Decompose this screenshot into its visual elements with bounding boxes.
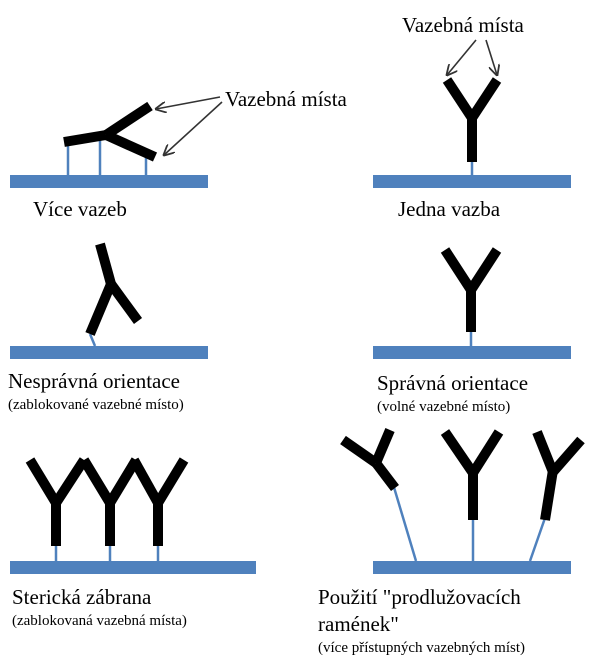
panel-spacer-arms (343, 430, 581, 574)
linker (393, 484, 416, 561)
surface-bar (373, 175, 571, 188)
panel-caption: Sterická zábrana (12, 587, 151, 608)
panel-note: (více přístupných vazebných míst) (318, 641, 525, 656)
antibody-tilted-left (343, 430, 395, 488)
linker (530, 518, 545, 561)
antibody-upright (445, 250, 497, 332)
panel-multi-bond (10, 97, 222, 188)
surface-bar (10, 346, 208, 359)
antibody-tilted-right (537, 432, 581, 520)
panel-caption: Správná orientace (377, 373, 528, 394)
arrows (447, 40, 497, 75)
antibody-upright (447, 80, 497, 162)
arrows (156, 97, 222, 155)
antibody-inverted (90, 244, 138, 334)
panel-note: (zablokovaná vazebná místa) (12, 614, 187, 629)
panel-caption: Použití "prodlužovacích (318, 587, 521, 608)
panel-caption: Jedna vazba (398, 199, 500, 220)
panel-caption: Více vazeb (33, 199, 127, 220)
antibody-upright (445, 432, 499, 520)
antibody-crowded (30, 460, 84, 546)
surface-bar (10, 175, 208, 188)
linker (90, 334, 95, 346)
panel-caption: ramének" (318, 614, 399, 635)
antibody-lying (64, 106, 155, 157)
panel-caption: Nesprávná orientace (8, 371, 180, 392)
panel-right-orientation (373, 250, 571, 359)
binding-sites-label: Vazebná místa (225, 89, 347, 110)
surface-bar (373, 346, 571, 359)
panel-steric-hindrance (10, 460, 256, 574)
panel-wrong-orientation (10, 244, 208, 359)
panel-note: (volné vazebné místo) (377, 400, 510, 415)
surface-bar (10, 561, 256, 574)
antibody-crowded (84, 460, 136, 546)
panel-note: (zablokované vazebné místo) (8, 398, 184, 413)
binding-sites-label: Vazebná místa (402, 15, 524, 36)
surface-bar (373, 561, 571, 574)
panel-single-bond (373, 40, 571, 188)
antibody-crowded (134, 460, 184, 546)
